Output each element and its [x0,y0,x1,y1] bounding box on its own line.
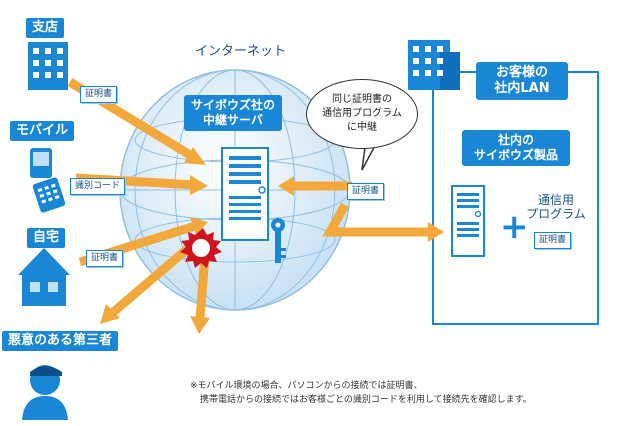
branch-certificate: 証明書 [80,86,118,103]
customer-lan-label-line2: 社内LAN [494,81,550,96]
mobile-label: モバイル [10,121,75,141]
footnote-line1: ※モバイル環境の場合、パソコンからの接続では証明書、 [190,381,423,391]
mobile-phone-icon [30,148,66,213]
relay-server-label-line1: サイボウズ社の [190,98,275,112]
arrowheads [100,147,444,334]
bubble-line3: に中継 [346,122,377,133]
bubble-line2: 通信用プログラム [322,108,402,119]
arrow-to-lan [322,202,430,237]
attacker-icon [22,365,68,420]
relay-bubble: 同じ証明書の 通信用プログラム に中継 [306,79,418,149]
relay-server-label: サイボウズ社の 中継サーバ [184,95,282,131]
arrow-to-attacker [195,255,210,319]
relay-server-icon [221,147,269,241]
key-icon [271,218,286,263]
product-server-icon [451,185,485,257]
attacker-label: 悪意のある第三者 [2,331,119,351]
customer-lan-label: お客様の 社内LAN [476,62,568,100]
bubble-line1: 同じ証明書の [331,94,392,105]
internet-label: インターネット [195,44,287,59]
incoming-certificate: 証明書 [347,183,385,200]
plus-sign: + [500,207,529,247]
footnote-line2: 携帯電話からの接続ではお客様ごとの識別コードを利用して接続先を確認します。 [200,395,532,405]
home-certificate: 証明書 [86,250,124,267]
customer-building-icon [408,40,460,90]
relay-server-label-line2: 中継サーバ [203,113,263,127]
branch-label: 支店 [26,18,65,38]
mobile-id-code: 識別コード [70,178,126,195]
blocked-burst-icon [180,228,222,268]
program-label: 通信用 プログラム [526,193,586,221]
program-label-line2: プログラム [526,207,586,221]
product-label-line1: 社内の [497,133,534,147]
home-label: 自宅 [27,228,66,248]
program-label-line1: 通信用 [537,193,574,207]
house-icon [18,248,70,306]
program-certificate: 証明書 [534,232,572,249]
branch-building-icon [28,42,68,90]
product-label: 社内の サイボウズ製品 [462,130,570,166]
customer-lan-label-line1: お客様の [495,65,548,80]
product-label-line2: サイボウズ製品 [473,148,558,162]
